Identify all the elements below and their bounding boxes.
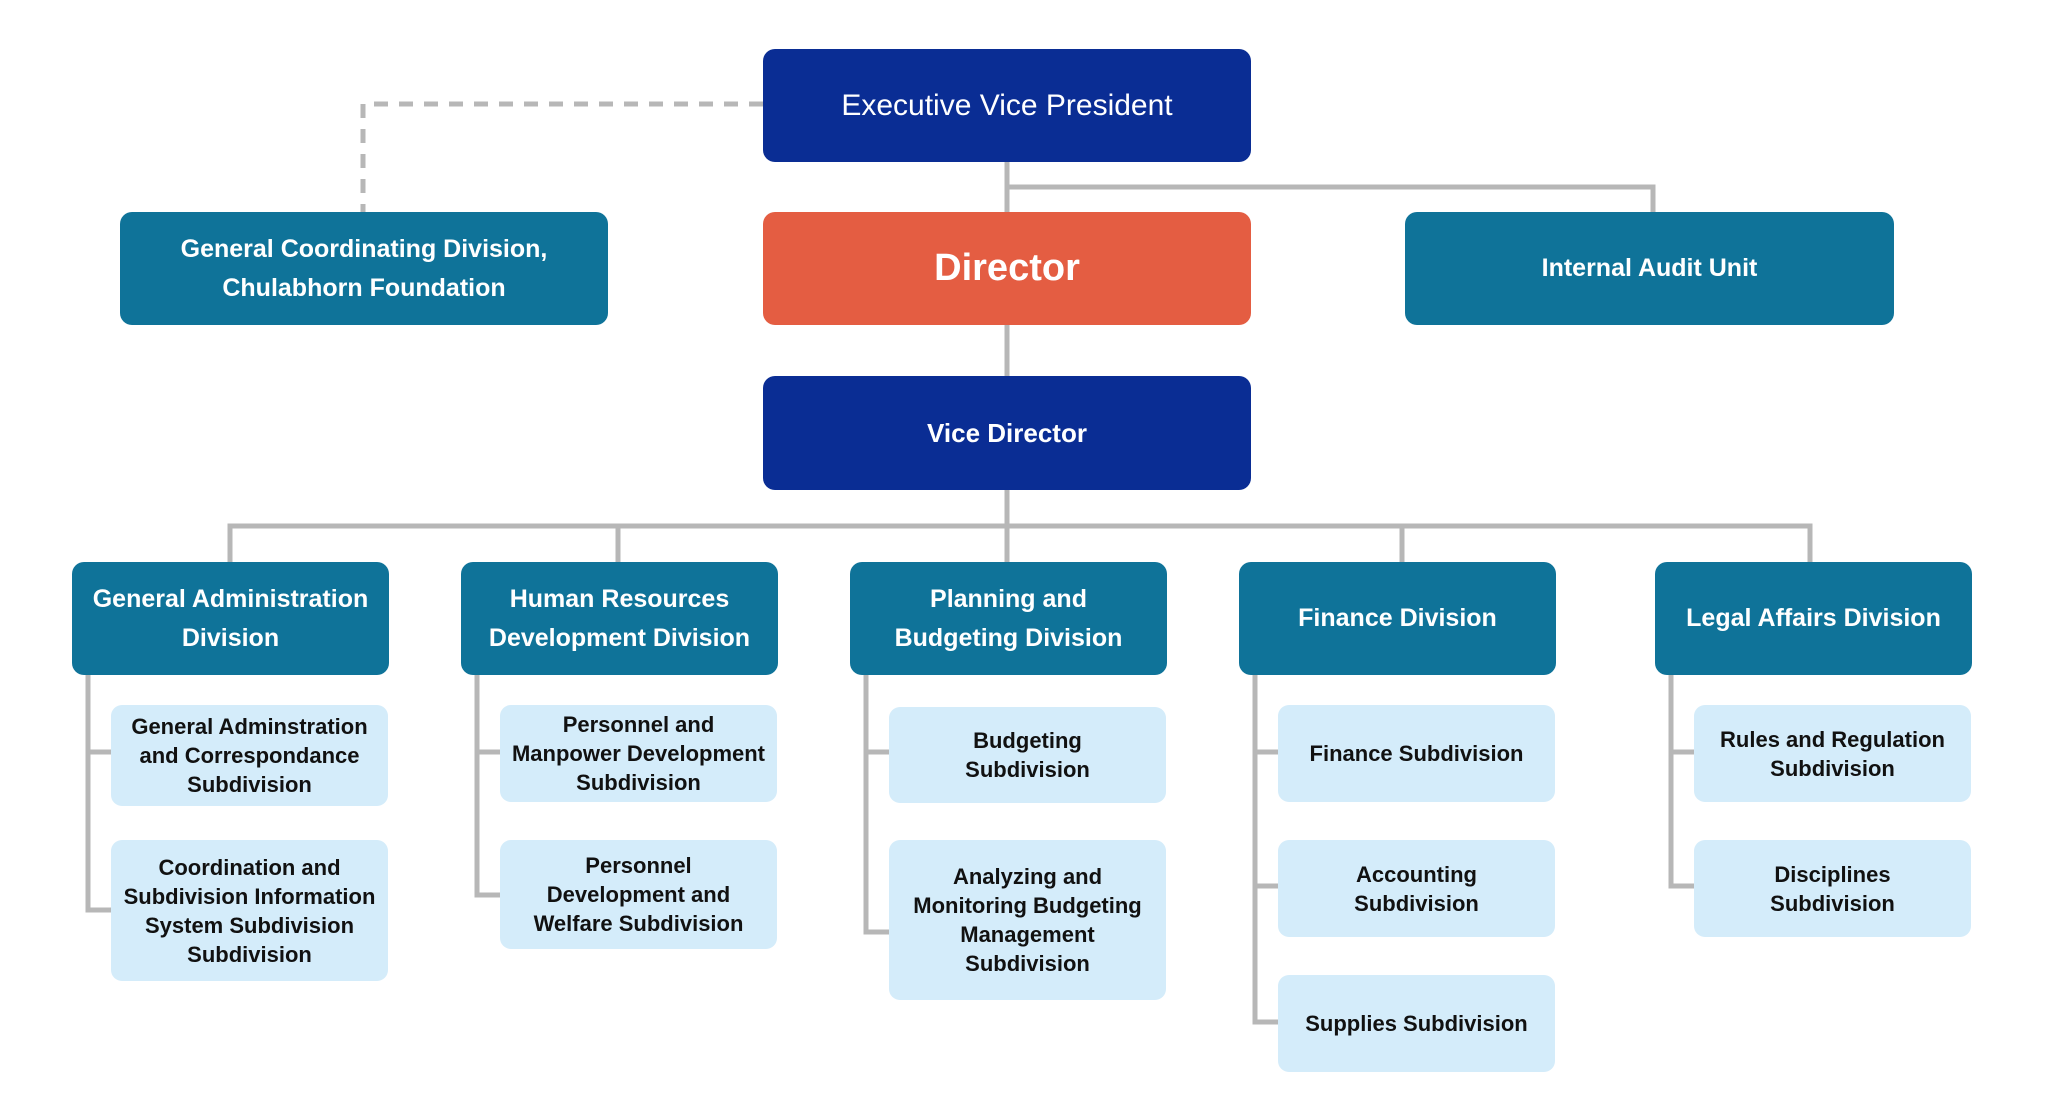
division-general-administration: General Administration Division	[72, 562, 389, 675]
connector-hr-subs	[474, 671, 503, 898]
division-planning-budgeting: Planning and Budgeting Division	[850, 562, 1167, 675]
subdivision-box: Personnel Development and Welfare Subdiv…	[500, 840, 777, 949]
connector-fin-subs	[1252, 671, 1281, 1025]
division-legal-affairs: Legal Affairs Division	[1655, 562, 1972, 675]
connector-division-bus	[227, 523, 1813, 565]
internal-audit-box: Internal Audit Unit	[1405, 212, 1894, 325]
subdivision-box: Analyzing and Monitoring Budgeting Manag…	[889, 840, 1166, 1000]
connector-legal-subs	[1668, 671, 1697, 889]
subdivision-box: Disciplines Subdivision	[1694, 840, 1971, 937]
evp-box: Executive Vice President	[763, 49, 1251, 162]
division-finance: Finance Division	[1239, 562, 1556, 675]
subdivision-box: Personnel and Manpower Development Subdi…	[500, 705, 777, 802]
division-human-resources: Human Resources Development Division	[461, 562, 778, 675]
subdivision-box: Budgeting Subdivision	[889, 707, 1166, 803]
subdivision-box: Supplies Subdivision	[1278, 975, 1555, 1072]
subdivision-box: Accounting Subdivision	[1278, 840, 1555, 937]
dashed-connector	[360, 101, 763, 212]
connector-evp-audit	[1004, 184, 1656, 215]
vice-director-box: Vice Director	[763, 376, 1251, 490]
subdivision-box: General Adminstration and Correspondance…	[111, 705, 388, 806]
subdivision-box: Coordination and Subdivision Information…	[111, 840, 388, 981]
subdivision-box: Finance Subdivision	[1278, 705, 1555, 802]
subdivision-box: Rules and Regulation Subdivision	[1694, 705, 1971, 802]
coordinating-division-box: General Coordinating Division, Chulabhor…	[120, 212, 608, 325]
connector-gad-subs	[85, 671, 114, 913]
director-box: Director	[763, 212, 1251, 325]
connector-plan-subs	[863, 671, 892, 935]
